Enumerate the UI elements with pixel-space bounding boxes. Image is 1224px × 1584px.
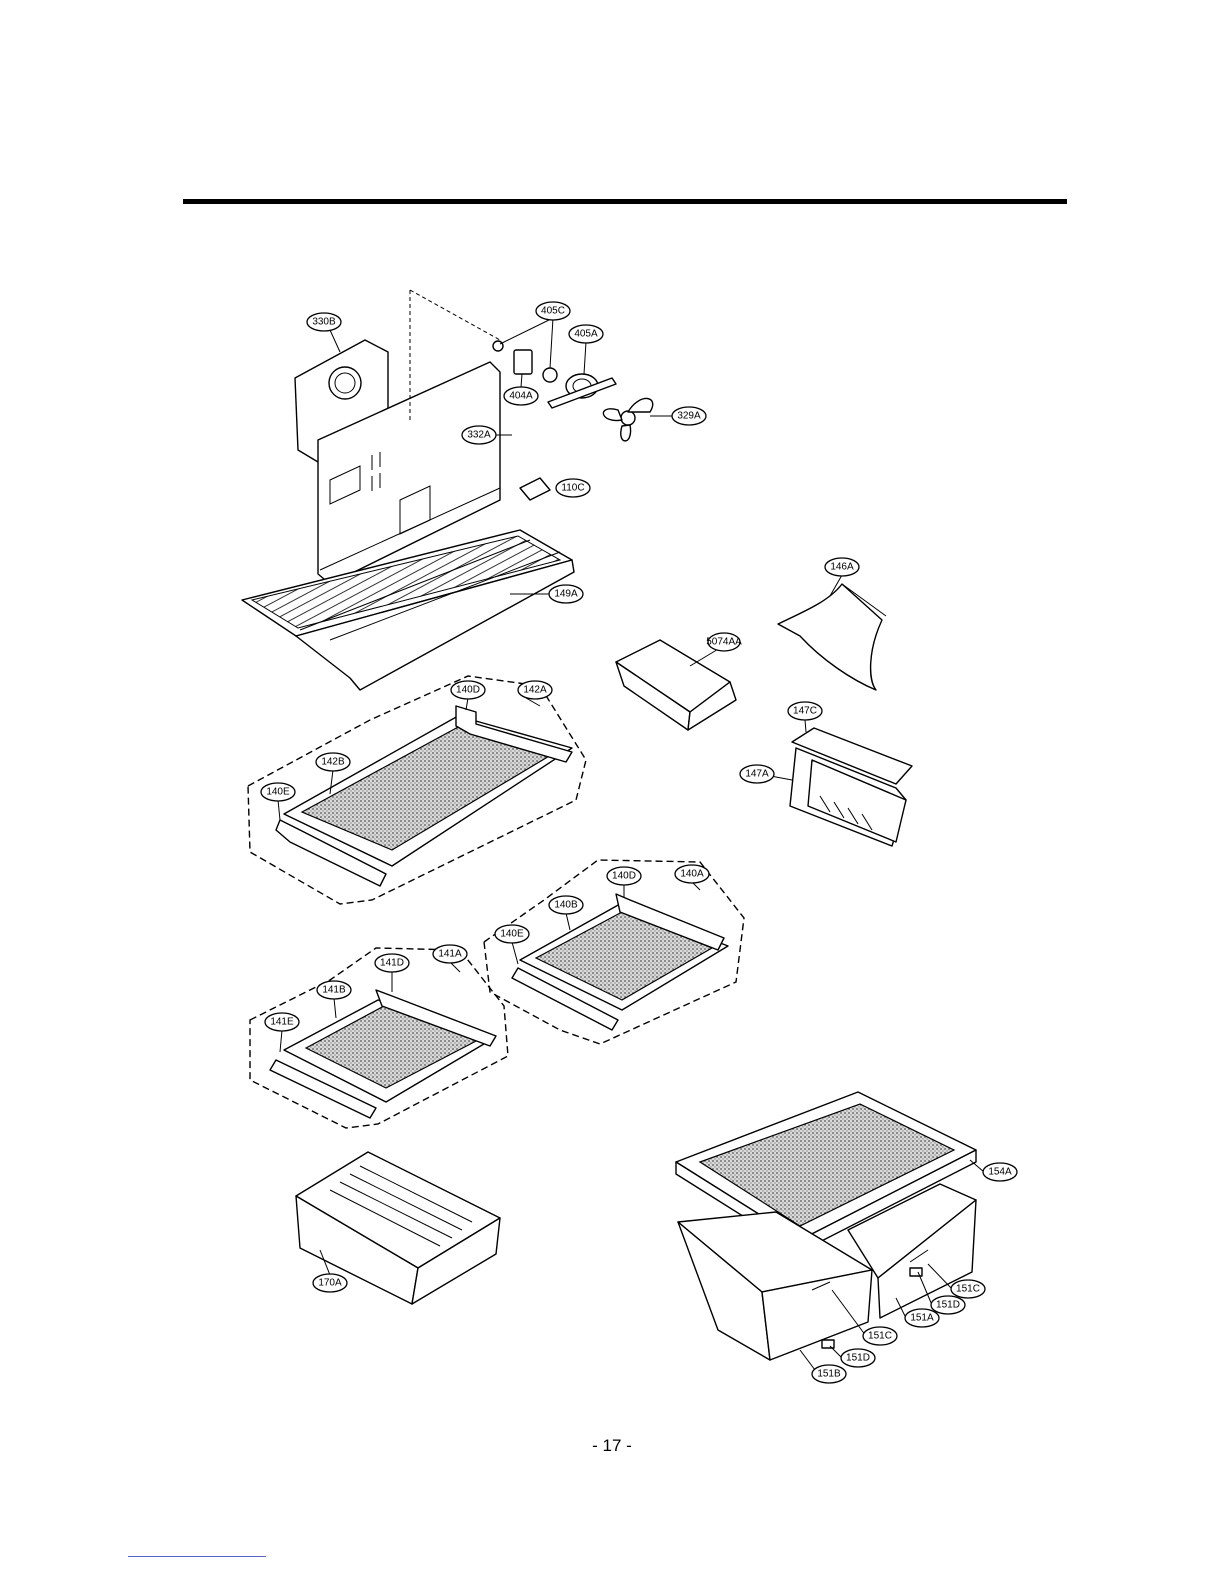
callout-140D-upper: 140D	[451, 681, 485, 699]
callout-151D-left: 151D	[841, 1349, 875, 1367]
callout-329A: 329A	[672, 407, 706, 425]
svg-text:140B: 140B	[554, 900, 578, 911]
callout-151B: 151B	[812, 1365, 846, 1383]
callout-147C: 147C	[788, 702, 822, 720]
svg-text:405C: 405C	[541, 306, 565, 317]
callout-151D-right: 151D	[931, 1296, 965, 1314]
callout-151C-left: 151C	[863, 1327, 897, 1345]
callout-140D-middle: 140D	[607, 867, 641, 885]
callout-146A: 146A	[825, 558, 859, 576]
callout-141B: 141B	[317, 981, 351, 999]
svg-text:140D: 140D	[612, 871, 636, 882]
svg-text:147A: 147A	[745, 769, 769, 780]
svg-text:151B: 151B	[817, 1369, 841, 1380]
svg-text:140A: 140A	[680, 869, 704, 880]
scan-underline	[128, 1556, 266, 1557]
svg-text:140E: 140E	[500, 929, 524, 940]
svg-text:142B: 142B	[321, 757, 345, 768]
svg-text:110C: 110C	[561, 483, 584, 494]
svg-text:332A: 332A	[467, 430, 491, 441]
svg-text:154A: 154A	[988, 1167, 1012, 1178]
svg-text:329A: 329A	[677, 411, 701, 422]
svg-text:405A: 405A	[574, 329, 598, 340]
svg-text:151D: 151D	[846, 1353, 870, 1364]
svg-text:141D: 141D	[380, 958, 404, 969]
svg-text:146A: 146A	[830, 562, 854, 573]
callout-151A: 151A	[905, 1309, 939, 1327]
callout-141E: 141E	[265, 1013, 299, 1031]
svg-text:170A: 170A	[318, 1278, 342, 1289]
svg-text:151A: 151A	[910, 1313, 934, 1324]
callout-140B: 140B	[549, 896, 583, 914]
svg-text:151C: 151C	[868, 1331, 892, 1342]
callout-142B: 142B	[316, 753, 350, 771]
cover-146A-group	[778, 584, 886, 690]
svg-text:5074AA: 5074AA	[706, 637, 742, 648]
callout-405C: 405C	[536, 302, 570, 320]
callout-154A: 154A	[983, 1163, 1017, 1181]
callout-170A: 170A	[313, 1274, 347, 1292]
fan-blade-329A-shape	[603, 398, 652, 440]
callout-147A: 147A	[740, 765, 774, 783]
callout-151C-right: 151C	[951, 1280, 985, 1298]
callout-110C: 110C	[556, 479, 590, 497]
callout-330B: 330B	[307, 313, 341, 331]
svg-text:404A: 404A	[509, 391, 533, 402]
callout-5074AA: 5074AA	[706, 633, 742, 651]
svg-text:142A: 142A	[523, 685, 547, 696]
callout-140A: 140A	[675, 865, 709, 883]
callout-141D: 141D	[375, 954, 409, 972]
callout-404A: 404A	[504, 387, 538, 405]
svg-text:141A: 141A	[438, 949, 462, 960]
svg-text:141B: 141B	[322, 985, 346, 996]
callout-142A: 142A	[518, 681, 552, 699]
svg-text:140D: 140D	[456, 685, 480, 696]
callout-141A: 141A	[433, 945, 467, 963]
basket-147-group	[790, 728, 912, 846]
shelf-142A-group	[248, 676, 586, 904]
callout-140E-middle: 140E	[495, 925, 529, 943]
tray-5074AA-group	[616, 640, 736, 730]
svg-text:330B: 330B	[312, 317, 336, 328]
svg-text:141E: 141E	[270, 1017, 294, 1028]
svg-text:151C: 151C	[956, 1284, 980, 1295]
shelf-140A-group	[484, 860, 744, 1044]
svg-text:149A: 149A	[554, 589, 578, 600]
callout-149A: 149A	[549, 585, 583, 603]
page-number: - 17 -	[0, 1436, 1224, 1456]
callout-405A: 405A	[569, 325, 603, 343]
callout-140E-upper: 140E	[261, 783, 295, 801]
fan-duct-assembly	[242, 290, 653, 690]
svg-text:147C: 147C	[793, 706, 817, 717]
shelf-141A-group	[250, 948, 508, 1128]
svg-text:140E: 140E	[266, 787, 290, 798]
callout-332A: 332A	[462, 426, 496, 444]
svg-text:151D: 151D	[936, 1300, 960, 1311]
